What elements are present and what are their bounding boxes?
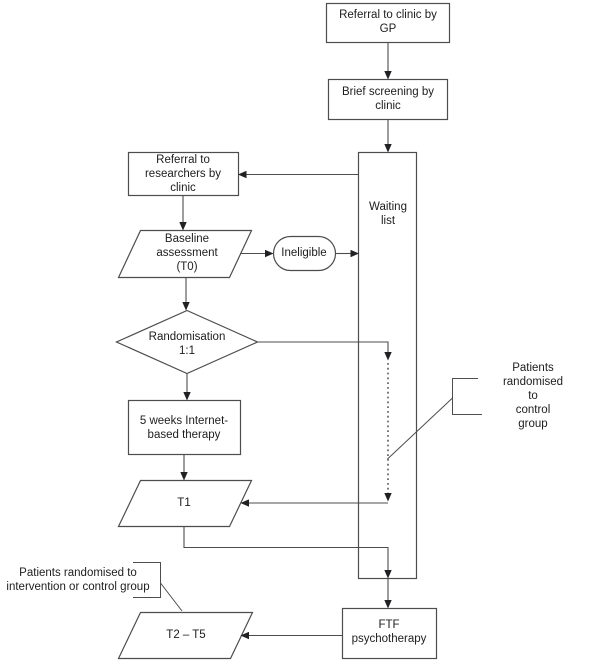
control-group-leader-line: [387, 397, 453, 460]
intervention-group-leader-line: [160, 582, 183, 612]
arrow-t1-to-waiting-bottom: [183, 526, 392, 579]
referral-gp-box: [325, 2, 451, 44]
referral-researchers-box: [127, 151, 240, 197]
ftf-psychotherapy-box: [341, 607, 438, 660]
internet-therapy-box: [127, 399, 242, 456]
ineligible-stadium: [272, 235, 337, 272]
t1-parallelogram: [117, 479, 253, 528]
randomisation-diamond: [115, 309, 259, 375]
intervention-group-callout-bracket: [133, 562, 161, 598]
brief-screening-box: [327, 78, 449, 121]
waiting-list-box: [357, 151, 418, 580]
arrow-randomisation-to-waiting: [257, 341, 392, 361]
t2-t5-parallelogram: [117, 611, 254, 660]
baseline-assessment-parallelogram: [117, 229, 253, 279]
control-group-callout-bracket: [452, 378, 482, 415]
